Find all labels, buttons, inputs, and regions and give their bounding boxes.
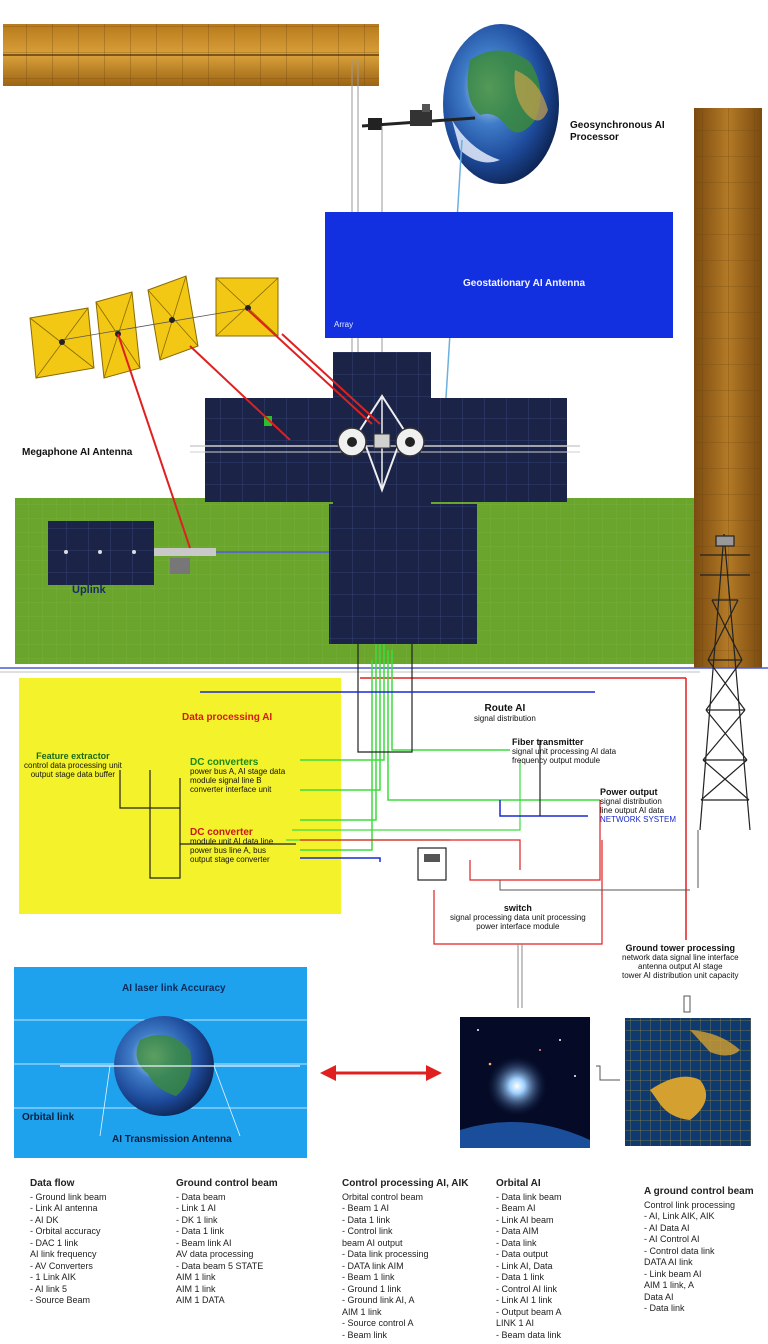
notes-column-1: Data flow - Ground link beam- Link AI an…: [30, 1178, 107, 1305]
space-image: [460, 1017, 590, 1148]
earth-globe-top: [443, 24, 559, 184]
fiber-transmitter-label: Fiber transmitter signal unit processing…: [512, 737, 617, 766]
gold-antenna-array: [29, 275, 279, 379]
link-double-arrow: [320, 1065, 442, 1081]
route-label: Route AI signal distribution: [474, 703, 536, 724]
notes-column-4: Orbital AI - Data link beam- Beam AI- Li…: [496, 1178, 562, 1340]
blue-panel-title: Geostationary AI Antenna: [463, 278, 586, 289]
world-map-image: [625, 995, 751, 1146]
power-output-label: Power output signal distribution line ou…: [600, 787, 677, 825]
geosync-processor-label: Geosynchronous AI Processor: [570, 120, 665, 143]
orbital-link-label: Orbital link: [22, 1112, 75, 1123]
switch-label: switch signal processing data unit proce…: [450, 903, 586, 932]
dc-converters-label: DC converters power bus A, AI stage data…: [190, 757, 286, 795]
switch-device: [417, 847, 447, 881]
red-signal-lines-top: [117, 309, 381, 549]
blue-panel-sublabel: Array: [334, 320, 354, 329]
megaphone-antenna-label: Megaphone AI Antenna: [22, 447, 133, 458]
ground-tower-label: Ground tower processing network data sig…: [622, 943, 739, 981]
orbital-link-panel: [14, 967, 307, 1158]
notes-column-3: Control processing AI, AIK Orbital contr…: [342, 1178, 469, 1340]
yellow-panel-title: Data processing AI: [182, 712, 273, 723]
wiring: [119, 644, 699, 1008]
notes-column-5: A ground control beam Control link proce…: [644, 1186, 754, 1313]
blue-antenna-panel: [325, 212, 673, 338]
uplink-label: Uplink: [72, 584, 106, 596]
orbital-panel-title: AI laser link Accuracy: [122, 983, 226, 994]
satellite-solar-array: [190, 352, 580, 644]
feature-extractor-label: Feature extractor control data processin…: [24, 751, 122, 780]
dc-converter-label: DC converter module unit AI data line po…: [190, 827, 274, 865]
top-solar-strip: [3, 24, 379, 86]
connector-bracket: [596, 1065, 620, 1081]
transmission-antenna-label: AI Transmission Antenna: [112, 1134, 232, 1145]
uplink-solar-panel: [48, 521, 332, 585]
probe: [361, 104, 476, 130]
transmission-tower: [699, 533, 751, 831]
notes-column-2: Ground control beam - Data beam- Link 1 …: [176, 1178, 278, 1305]
